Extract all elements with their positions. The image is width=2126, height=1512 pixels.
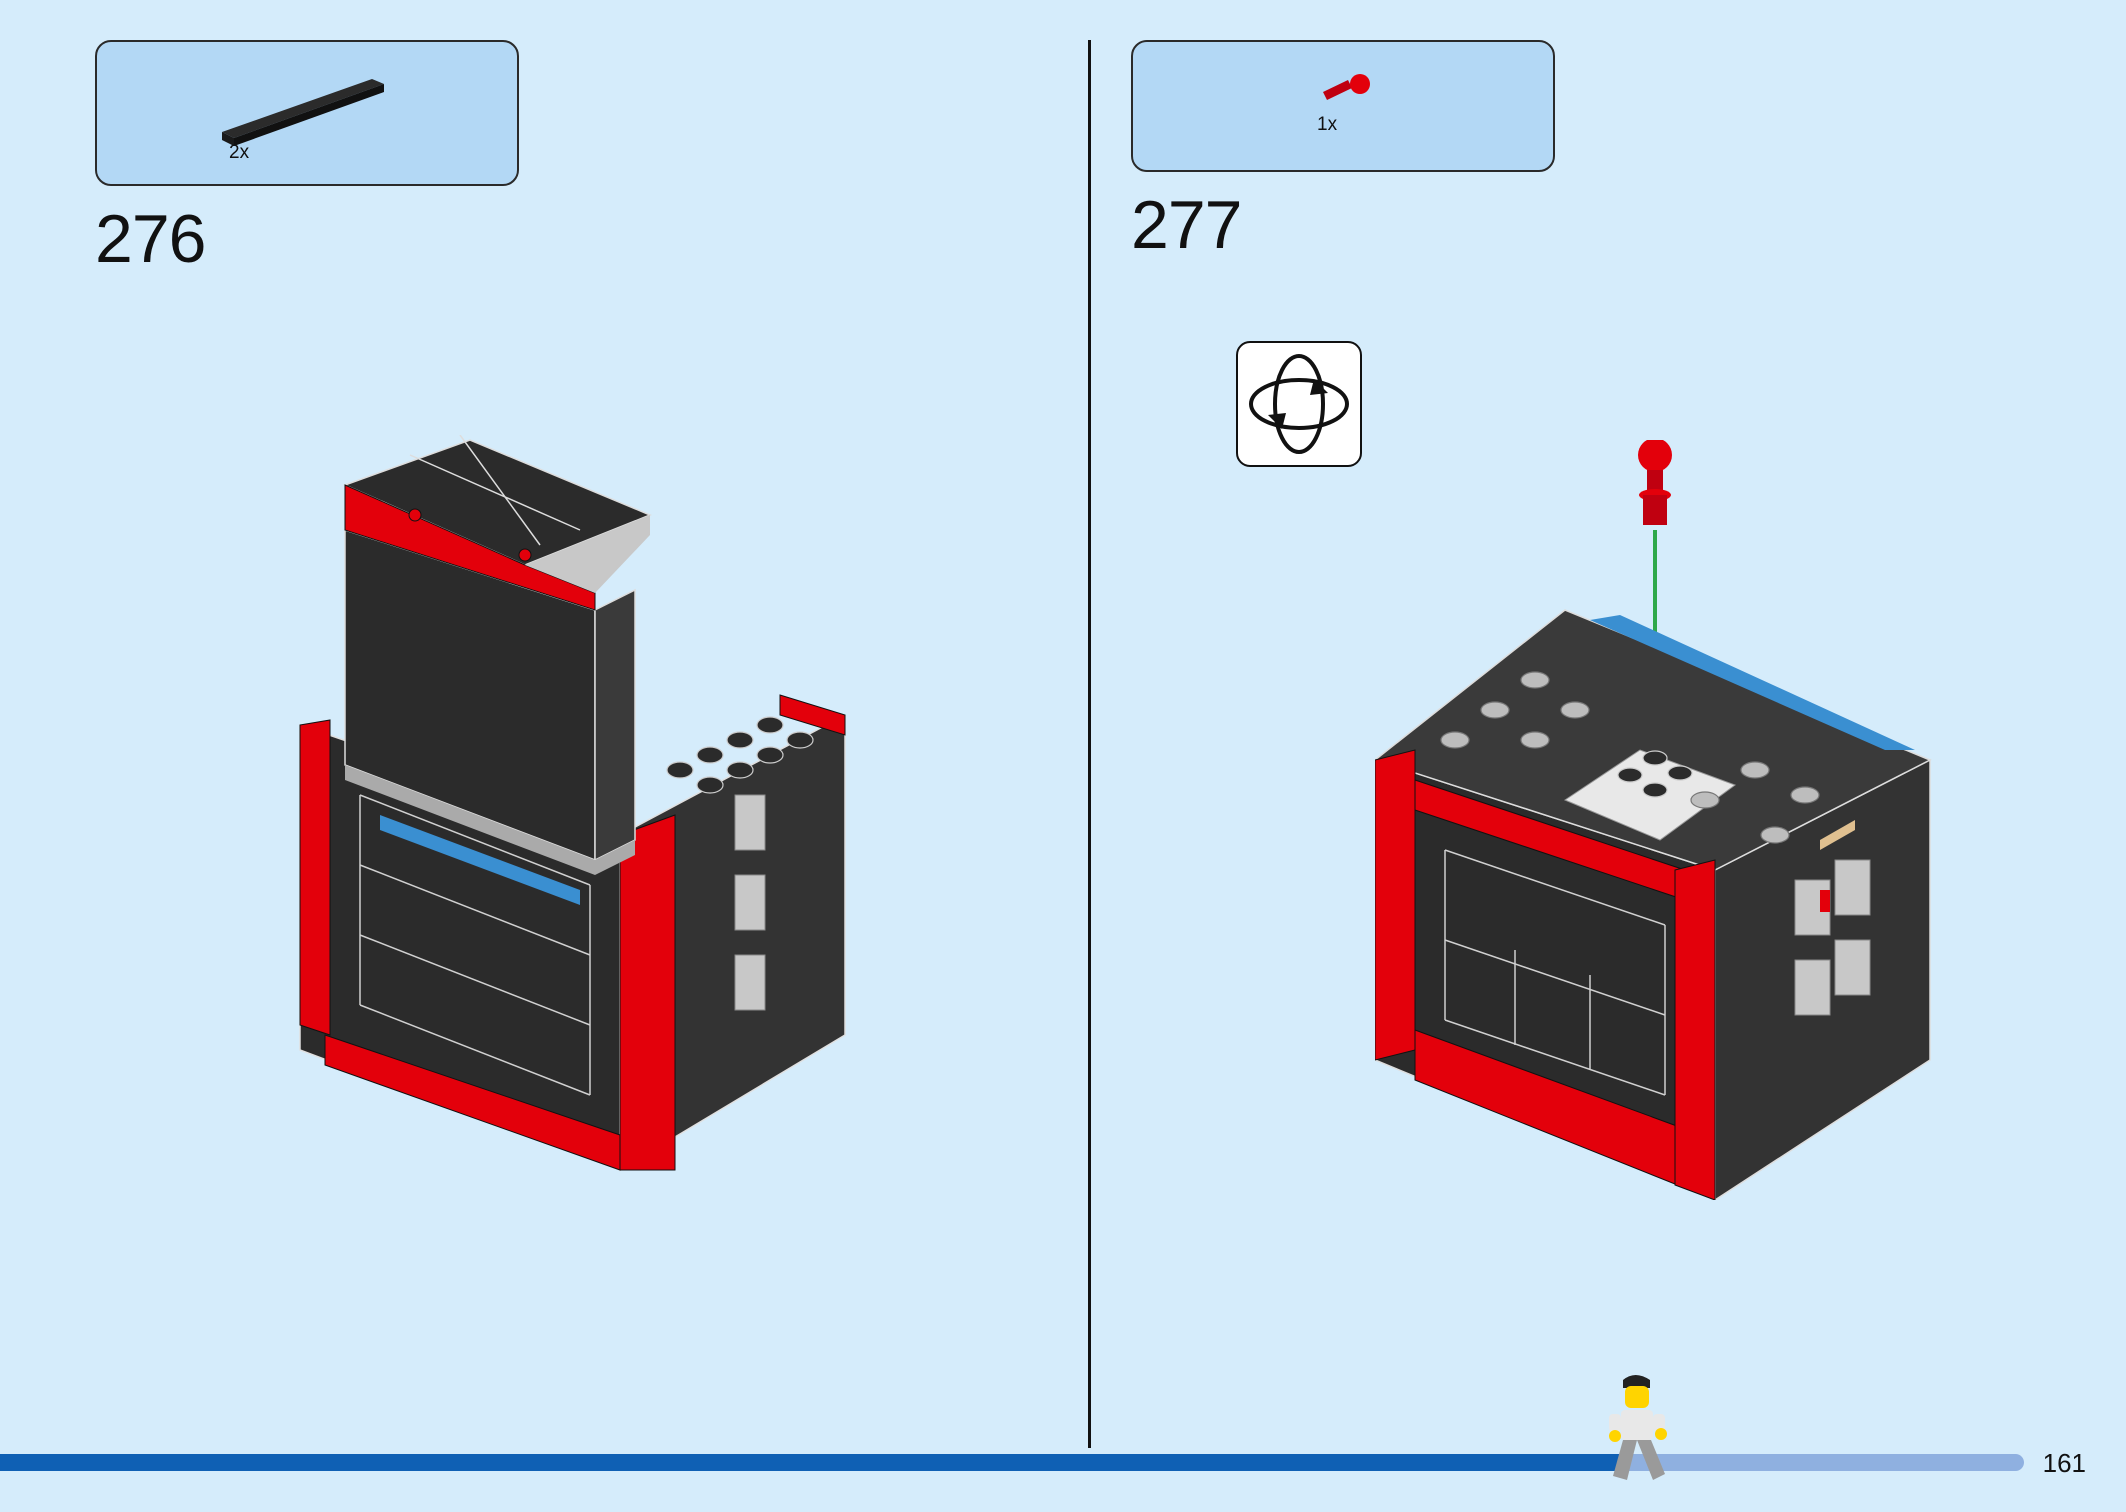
parts-callout-step-276: 2x xyxy=(95,40,519,186)
build-illustration-step-276 xyxy=(299,435,846,1172)
minifigure-runner-icon xyxy=(1609,1375,1667,1480)
rotate-model-icon xyxy=(1249,354,1349,454)
build-illustration-step-277 xyxy=(1375,440,1932,1200)
part-quantity: 1x xyxy=(1317,114,1338,135)
step-number: 277 xyxy=(1131,187,1242,263)
step-number: 276 xyxy=(95,201,206,277)
progress-bar xyxy=(0,1454,1619,1471)
page-divider xyxy=(1088,40,1091,1448)
page-number: 161 xyxy=(2042,1448,2086,1478)
part-quantity: 2x xyxy=(229,142,250,163)
parts-callout-step-277: 1x xyxy=(1131,40,1555,172)
red-ball-pin-icon xyxy=(1323,74,1370,100)
black-tile-icon xyxy=(222,79,384,146)
rotate-model-callout xyxy=(1236,341,1362,467)
